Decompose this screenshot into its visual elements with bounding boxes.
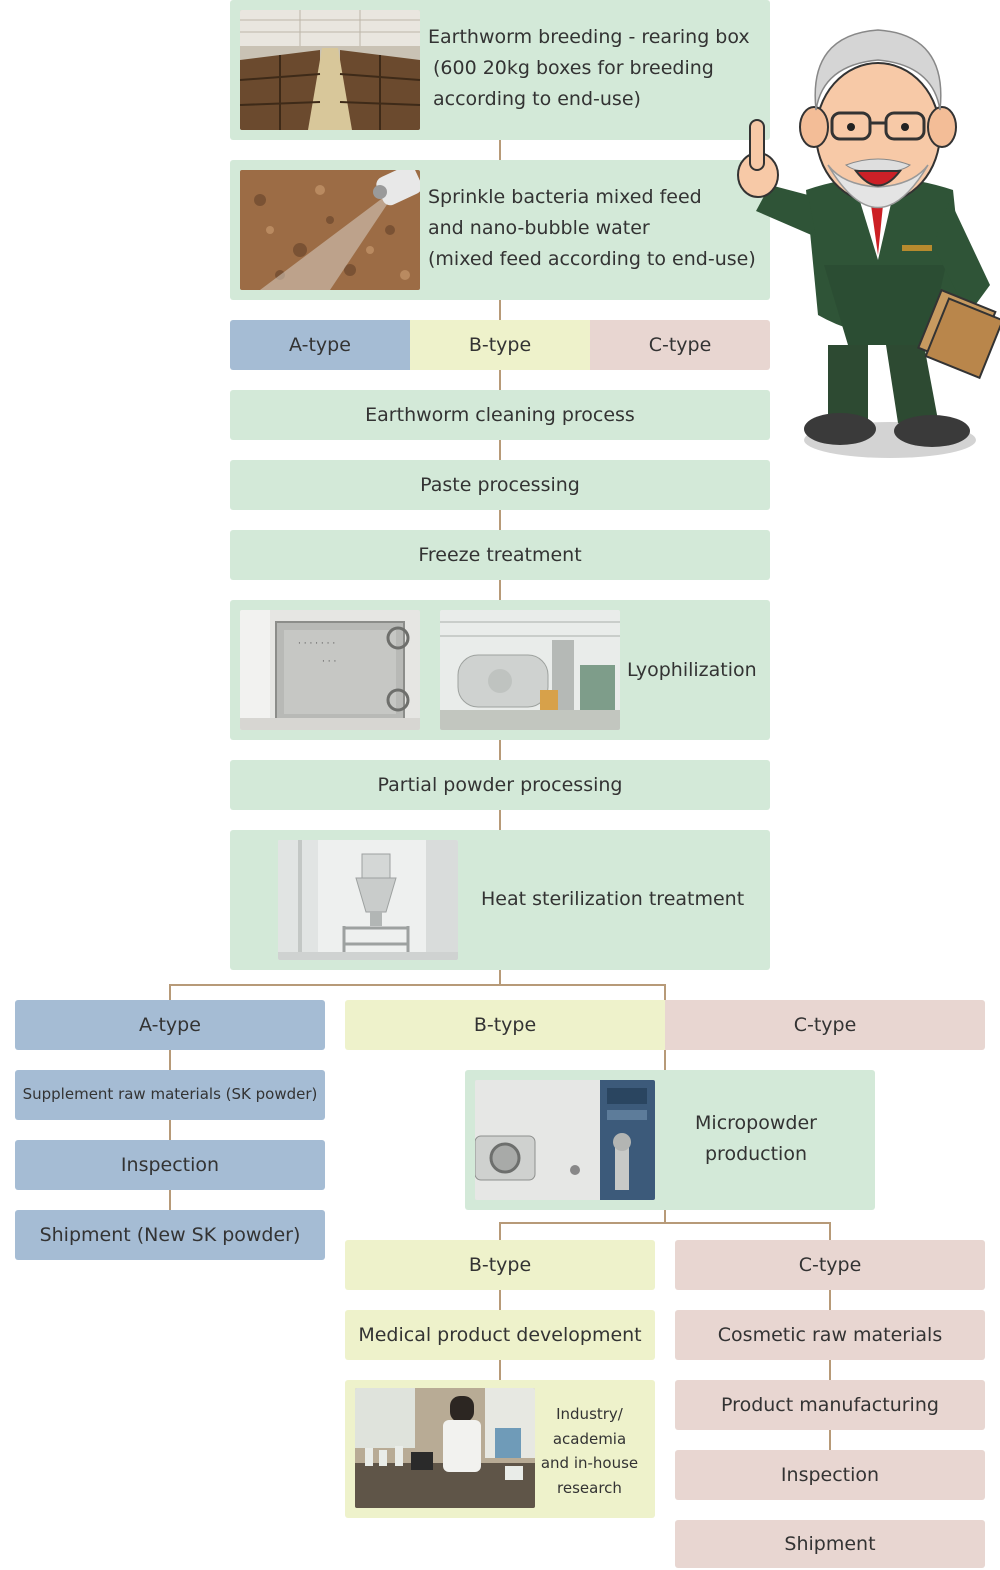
sprinkle-text: Sprinkle bacteria mixed feed and nano-bu… — [428, 186, 756, 270]
sprinkler-photo — [240, 170, 420, 290]
research-text: Industry/ academia and in-house research — [540, 1405, 639, 1497]
c-shipment-step: Shipment — [675, 1520, 985, 1568]
heat-sterilization-label: Heat sterilization treatment — [481, 888, 745, 910]
micropowder-label: Micropowder production — [695, 1112, 817, 1165]
partial-powder-step: Partial powder processing — [230, 760, 770, 810]
svg-text:· · · · · · ·: · · · · · · · — [298, 639, 335, 649]
svg-text:· · ·: · · · — [322, 657, 336, 667]
type-a-top: A-type — [230, 320, 410, 370]
sub-c-type: C-type — [675, 1240, 985, 1290]
paste-step: Paste processing — [230, 460, 770, 510]
type-c-top: C-type — [590, 320, 770, 370]
branch-c-type: C-type — [665, 1000, 985, 1050]
medical-development-step: Medical product development — [345, 1310, 655, 1360]
laboratory-photo — [355, 1388, 535, 1508]
c-inspection-step: Inspection — [675, 1450, 985, 1500]
type-b-top: B-type — [410, 320, 590, 370]
factory-machinery-photo — [440, 610, 620, 730]
breeding-text: Earthworm breeding - rearing box (600 20… — [428, 26, 750, 110]
sub-b-type: B-type — [345, 1240, 655, 1290]
branch-a-type: A-type — [15, 1000, 325, 1050]
a-inspection-step: Inspection — [15, 1140, 325, 1190]
professor-mascot-illustration — [737, 29, 1000, 458]
sterilizer-photo — [278, 840, 458, 960]
manufacturing-step: Product manufacturing — [675, 1380, 985, 1430]
vacuum-dryer-photo: · · · · · · · · · · — [240, 610, 420, 730]
supplement-step: Supplement raw materials (SK powder) — [15, 1070, 325, 1120]
cosmetic-step: Cosmetic raw materials — [675, 1310, 985, 1360]
lyophilization-label: Lyophilization — [627, 659, 757, 681]
branch-b-type: B-type — [345, 1000, 665, 1050]
freeze-step: Freeze treatment — [230, 530, 770, 580]
micropowder-machine-photo — [475, 1080, 655, 1200]
a-shipment-step: Shipment (New SK powder) — [15, 1210, 325, 1260]
rearing-box-photo — [240, 10, 420, 130]
cleaning-step: Earthworm cleaning process — [230, 390, 770, 440]
